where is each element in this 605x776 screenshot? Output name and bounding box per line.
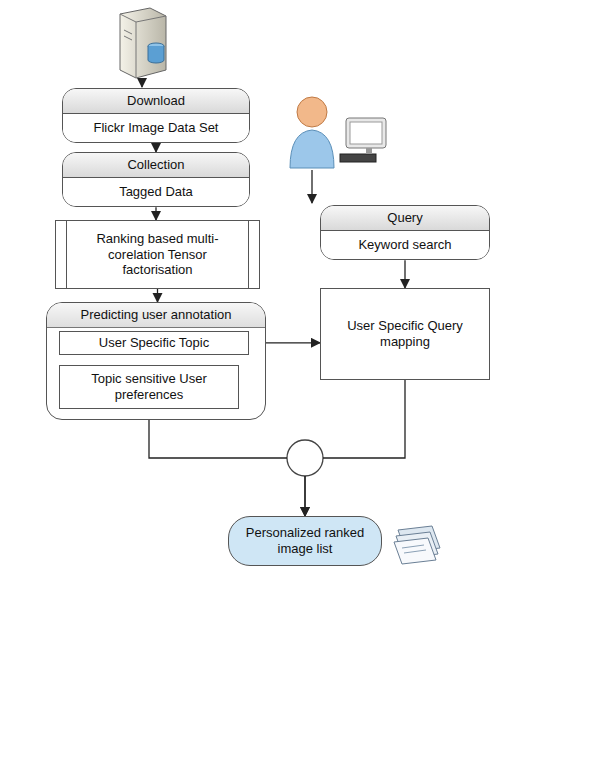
merge-circle [287, 440, 323, 476]
flow-arrow [149, 409, 305, 516]
box-heading: Download [63, 89, 249, 114]
label-group: User Specific Query mapping [327, 318, 483, 349]
process-side-bar [66, 221, 67, 288]
predefined-process-box: Ranking based multi-corelation Tensor fa… [55, 220, 260, 289]
process-side-bar [248, 221, 249, 288]
box-label: Tagged Data [63, 178, 249, 207]
user-icon [290, 97, 386, 168]
server-icon [120, 8, 166, 78]
box-label: Ranking based multi-corelation Tensor fa… [76, 231, 239, 278]
process-box: Topic sensitive User preferences [59, 365, 239, 409]
box-label: User Specific Topic [99, 335, 209, 351]
data-source-box: DownloadFlickr Image Data Set [62, 88, 250, 143]
box-heading: Query [321, 206, 489, 231]
label-group: Ranking based multi-corelation Tensor fa… [76, 231, 239, 278]
query-box: QueryKeyword search [320, 205, 490, 260]
query-arrow [311, 170, 312, 203]
output-terminal: Personalized ranked image list [228, 516, 382, 566]
document-stack-icon [394, 526, 440, 564]
box-label: Personalized ranked image list [241, 525, 369, 556]
flow-arrow [155, 207, 156, 220]
download-arrow [141, 78, 142, 87]
flow-arrow [157, 289, 158, 302]
label-group: User Specific Topic [99, 335, 209, 351]
process-box: User Specific Topic [59, 331, 249, 355]
label-group: Topic sensitive User preferences [66, 371, 232, 402]
box-label: Keyword search [321, 231, 489, 260]
box-label: User Specific Query mapping [327, 318, 483, 349]
label-group: Personalized ranked image list [241, 525, 369, 556]
box-label: Flickr Image Data Set [63, 114, 249, 143]
flow-arrow [305, 380, 405, 516]
collection-box: CollectionTagged Data [62, 152, 250, 207]
flow-arrow [155, 143, 156, 152]
box-heading: Collection [63, 153, 249, 178]
group-container: Predicting user annotationUser Specific … [46, 302, 266, 420]
flow-arrow [404, 260, 405, 288]
group-heading: Predicting user annotation [47, 303, 265, 328]
process-box: User Specific Query mapping [320, 288, 490, 380]
box-label: Topic sensitive User preferences [66, 371, 232, 402]
